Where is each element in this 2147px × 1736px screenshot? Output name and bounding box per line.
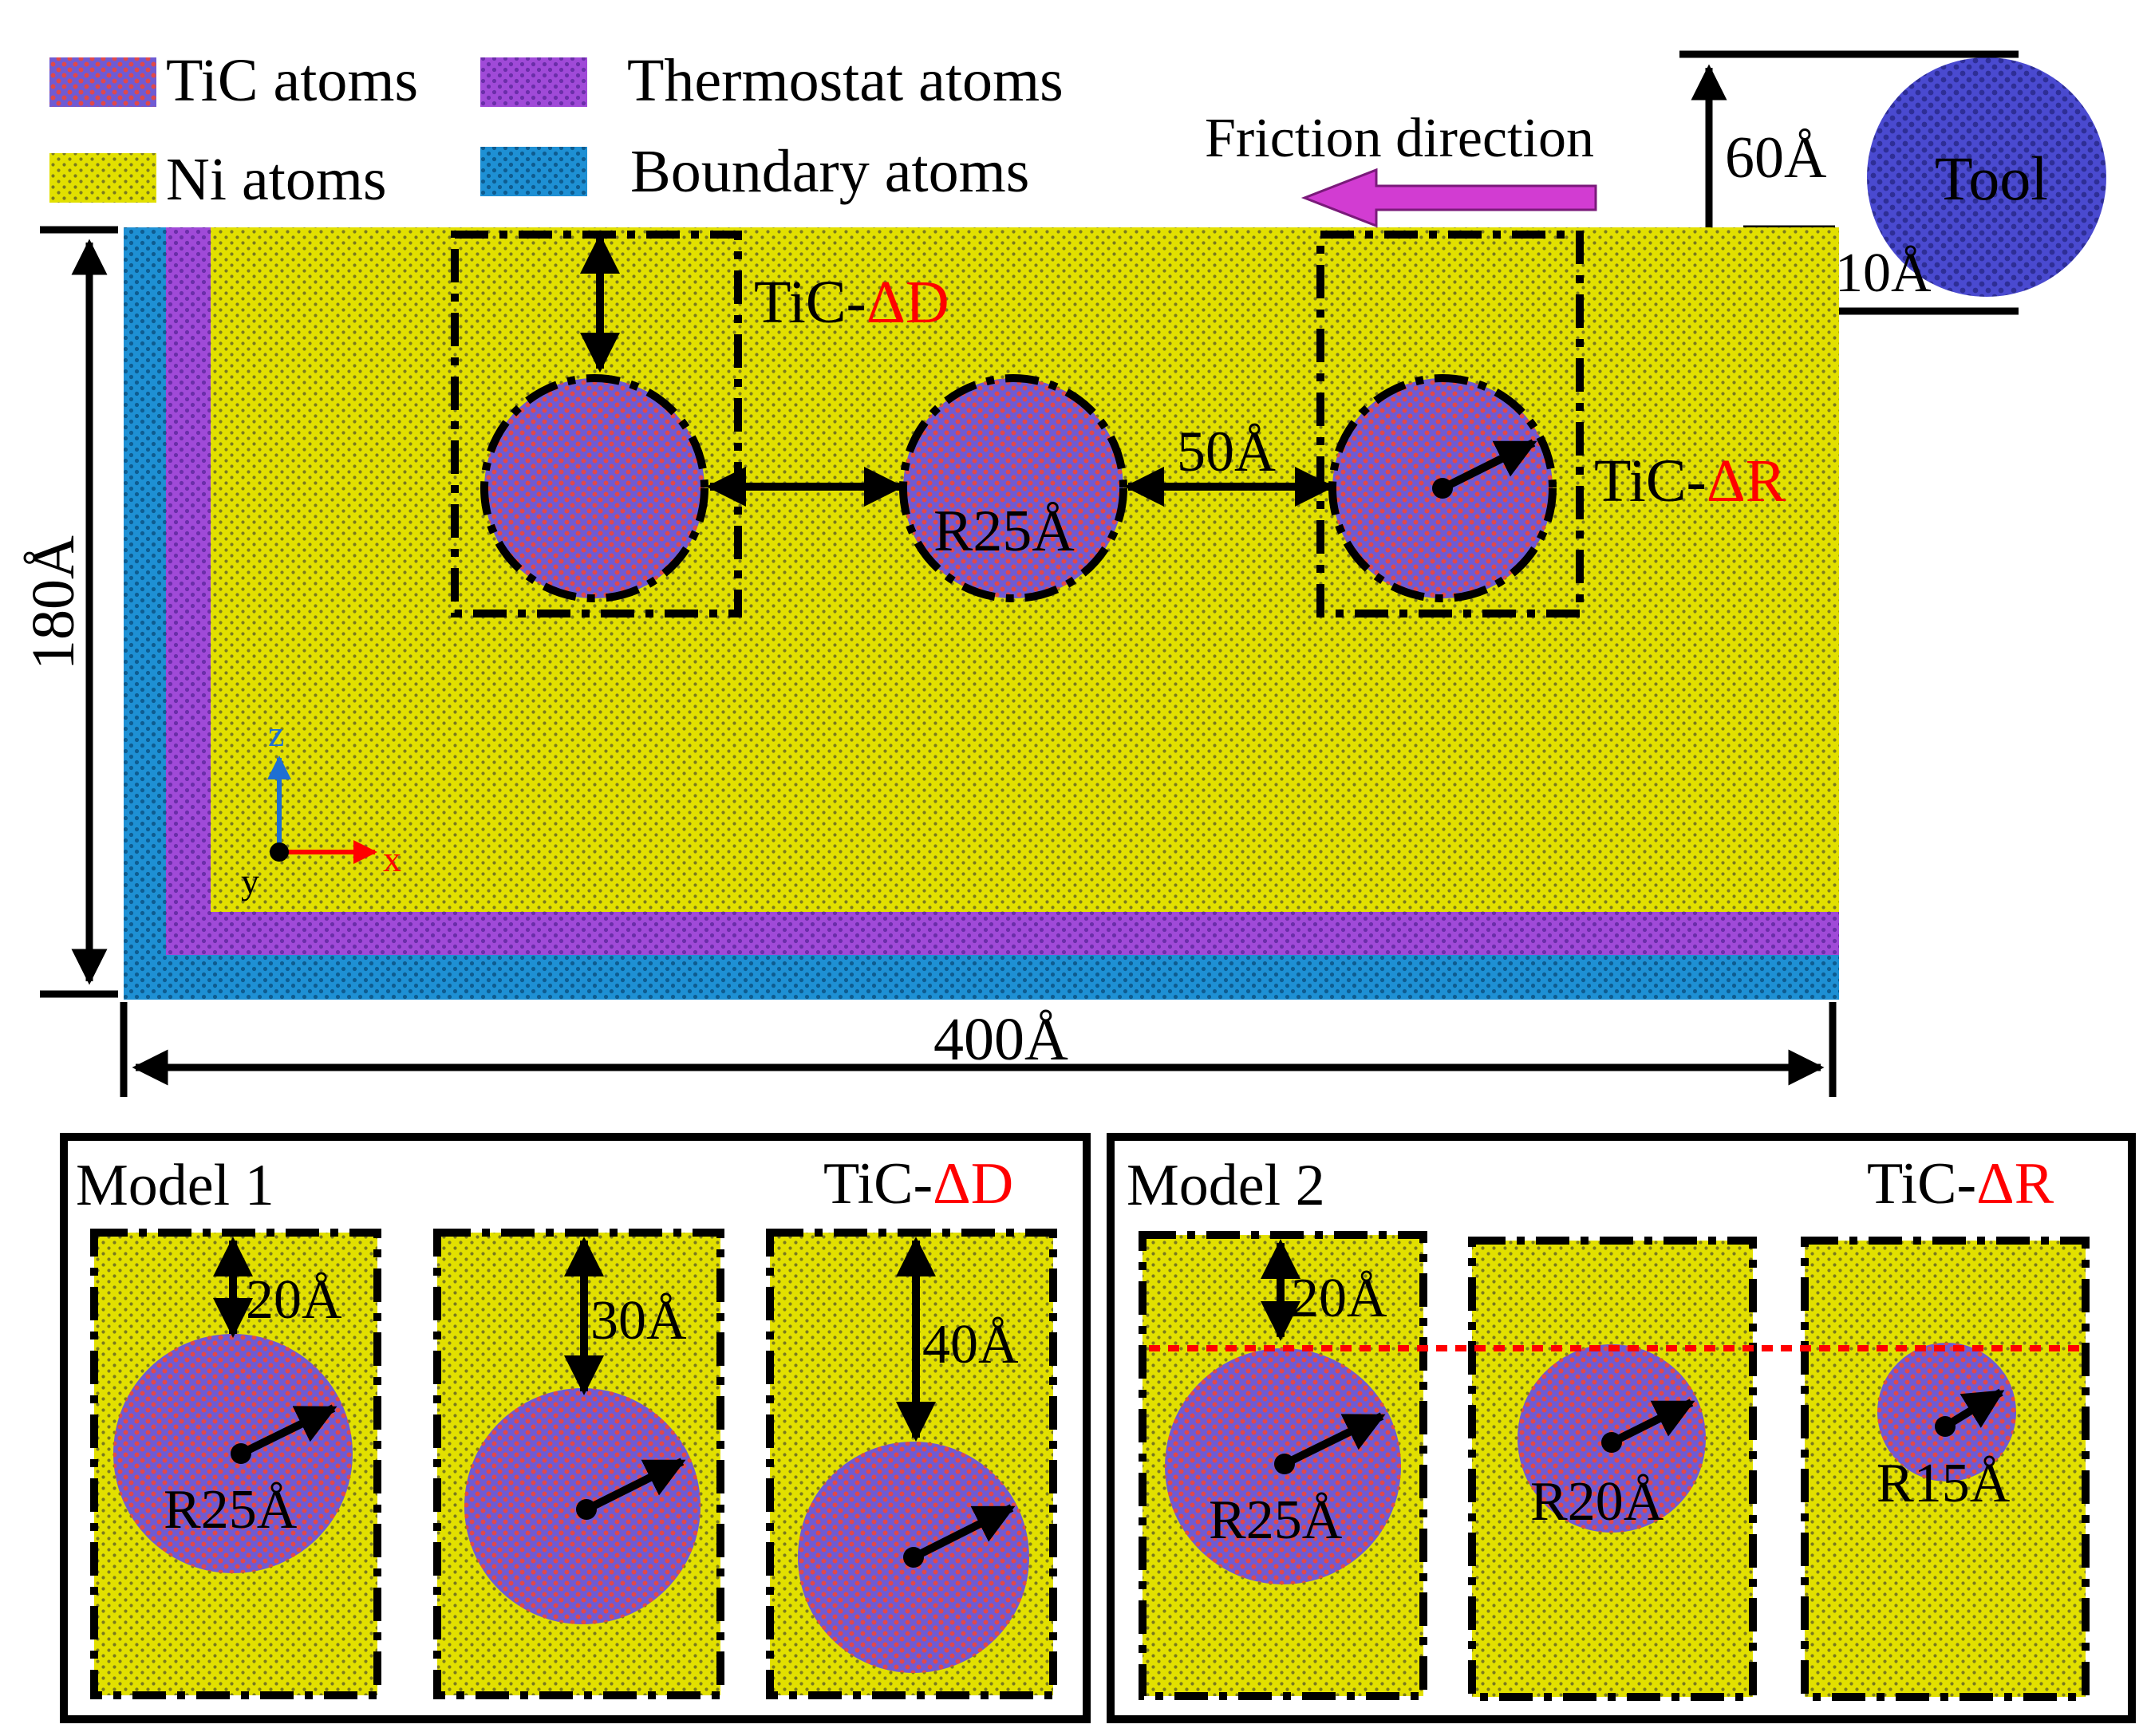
radius-arrow bbox=[1440, 439, 1537, 492]
dim-10-label: 10Å bbox=[1835, 243, 1932, 304]
radius-label-main: R25Å bbox=[933, 499, 1075, 564]
friction-indicator: Friction direction bbox=[1205, 108, 1597, 228]
model-2-case-1: 20Å R25Å bbox=[1139, 1231, 1427, 1700]
friction-label: Friction direction bbox=[1205, 108, 1594, 169]
legend-swatch-boundary bbox=[480, 147, 587, 196]
model-1-panel: Model 1 TiC-ΔD 20Å R25Å 30Å bbox=[60, 1133, 1091, 1723]
axis-triad: z x y bbox=[241, 713, 401, 902]
tic-particle-left bbox=[480, 374, 708, 602]
model-1-case-3-depth: 40Å bbox=[922, 1314, 1019, 1375]
legend-label-ni: Ni atoms bbox=[166, 146, 387, 213]
tool-circle bbox=[1867, 57, 2106, 297]
axis-z-label: z bbox=[268, 713, 284, 754]
label-delta-r: TiC-ΔR bbox=[1594, 448, 1786, 515]
model-2-case-1-radius: R25Å bbox=[1209, 1489, 1343, 1551]
dim-50-label: 50Å bbox=[1177, 420, 1276, 483]
model-1-title: Model 1 bbox=[76, 1153, 274, 1218]
workpiece: 50Å R25Å TiC-ΔD TiC-ΔR z x y bbox=[124, 227, 1839, 1000]
model-1-case-1-depth: 20Å bbox=[246, 1269, 342, 1331]
axis-y-label: y bbox=[241, 861, 259, 902]
box-delta-r bbox=[1316, 231, 1584, 617]
dim-400-label: 400Å bbox=[933, 1006, 1068, 1073]
main-dimensions: 180Å 400Å bbox=[20, 226, 1837, 1097]
model-2-case-1-depth: 20Å bbox=[1291, 1268, 1387, 1329]
legend-label-tic: TiC atoms bbox=[166, 47, 418, 114]
model-2-tag: TiC-ΔR bbox=[1867, 1151, 2054, 1217]
model-2-title: Model 2 bbox=[1127, 1153, 1325, 1218]
model-2-case-3-radius: R15Å bbox=[1877, 1453, 2011, 1514]
legend-swatch-tic bbox=[49, 57, 156, 107]
model-1-case-2: 30Å bbox=[433, 1229, 724, 1699]
axis-x-label: x bbox=[383, 838, 401, 879]
model-1-case-1-radius: R25Å bbox=[164, 1479, 298, 1541]
model-1-case-1: 20Å R25Å bbox=[90, 1229, 381, 1699]
legend-label-thermostat: Thermostat atoms bbox=[627, 47, 1064, 114]
model-2-case-2: R20Å bbox=[1468, 1237, 1757, 1701]
model-2-panel: Model 2 TiC-ΔR 20Å R25Å R20Å bbox=[1107, 1133, 2136, 1723]
dim-180-label: 180Å bbox=[20, 535, 87, 670]
model-1-case-2-depth: 30Å bbox=[590, 1290, 687, 1351]
friction-arrow bbox=[1300, 168, 1597, 228]
legend-swatch-thermostat bbox=[480, 57, 587, 107]
dim-60-label: 60Å bbox=[1725, 125, 1826, 191]
legend-swatch-ni bbox=[49, 153, 156, 203]
label-delta-d: TiC-ΔD bbox=[754, 269, 949, 336]
model-2-case-3: R15Å bbox=[1801, 1237, 2090, 1701]
model-1-tag: TiC-ΔD bbox=[823, 1151, 1013, 1217]
tic-particle-middle bbox=[899, 374, 1127, 602]
tool-label: Tool bbox=[1935, 144, 2048, 213]
legend-label-boundary: Boundary atoms bbox=[630, 138, 1029, 205]
legend: TiC atoms Thermostat atoms Ni atoms Boun… bbox=[49, 47, 1064, 213]
model-2-case-2-radius: R20Å bbox=[1530, 1471, 1664, 1533]
model-1-case-3: 40Å bbox=[766, 1229, 1057, 1699]
